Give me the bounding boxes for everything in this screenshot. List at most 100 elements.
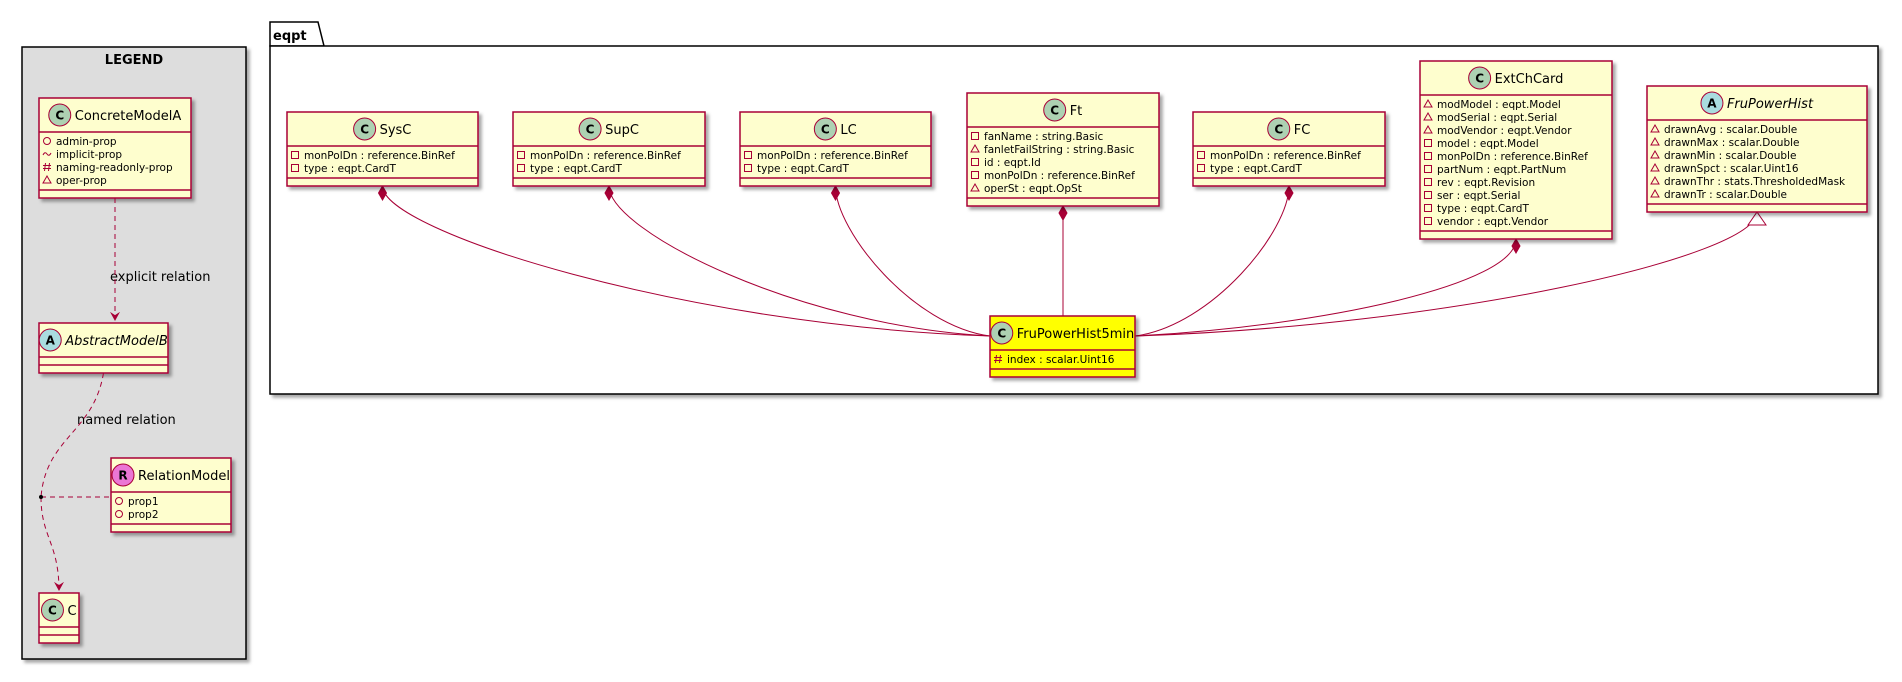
attribute: monPolDn : reference.BinRef — [984, 170, 1135, 182]
class-stereotype-icon: C — [813, 117, 837, 141]
visibility-icon — [1424, 217, 1432, 225]
visibility-icon — [1423, 124, 1433, 134]
svg-text:A: A — [46, 334, 56, 348]
class-stereotype-icon: C — [40, 598, 64, 622]
relations — [377, 184, 1767, 337]
visibility-icon — [517, 164, 525, 172]
named-relation-arrow — [40, 496, 64, 592]
package-title: eqpt — [273, 29, 307, 44]
relation-fc-to-fru-power-hist5min — [1134, 184, 1294, 337]
visibility-icon — [1650, 136, 1660, 146]
visibility-icon — [1650, 123, 1660, 133]
class-stereotype-icon: C — [1468, 66, 1492, 90]
class-name: FC — [1294, 123, 1311, 138]
svg-text:C: C — [1475, 72, 1484, 86]
visibility-icon — [1424, 152, 1432, 160]
attribute: drawnAvg : scalar.Double — [1664, 124, 1797, 136]
class-name: ConcreteModelA — [75, 109, 182, 124]
attribute: monPolDn : reference.BinRef — [530, 150, 681, 162]
class-name: LC — [840, 123, 856, 138]
attribute: prop2 — [128, 509, 159, 521]
composition-diamond-icon — [1058, 204, 1068, 222]
attribute: rev : eqpt.Revision — [1437, 177, 1535, 189]
class-name: Ft — [1070, 104, 1083, 119]
legend-title: LEGEND — [105, 53, 164, 68]
visibility-icon — [115, 510, 123, 518]
visibility-icon — [1423, 111, 1433, 121]
visibility-icon — [994, 354, 1002, 364]
svg-text:C: C — [1050, 104, 1059, 118]
svg-text:R: R — [118, 469, 127, 483]
legend-content: explicit relation named relation Concret… — [38, 97, 232, 644]
visibility-icon — [1650, 149, 1660, 159]
attribute: fanletFailString : string.Basic — [984, 144, 1135, 156]
class-c[interactable]: CC — [38, 592, 80, 644]
visibility-icon — [1650, 188, 1660, 198]
svg-text:C: C — [55, 109, 64, 123]
legend-relations — [39, 198, 120, 592]
attribute: oper-prop — [56, 175, 107, 187]
attribute: drawnMax : scalar.Double — [1664, 137, 1800, 149]
visibility-icon — [517, 151, 525, 159]
class-name: FruPowerHist — [1727, 97, 1814, 112]
class-name: SupC — [605, 123, 639, 138]
class-stereotype-icon: C — [48, 103, 72, 127]
visibility-icon — [1424, 204, 1432, 212]
class-name: FruPowerHist5min — [1017, 327, 1134, 342]
class-stereotype-icon: C — [1267, 117, 1291, 141]
visibility-icon — [291, 151, 299, 159]
junction-dot — [39, 495, 43, 499]
attribute: monPolDn : reference.BinRef — [1210, 150, 1361, 162]
visibility-icon — [1650, 162, 1660, 172]
attribute: drawnSpct : scalar.Uint16 — [1664, 163, 1799, 175]
attribute: type : eqpt.CardT — [530, 163, 622, 175]
composition-diamond-icon — [830, 184, 841, 202]
relation-ext-ch-card-to-fru-power-hist5min — [1134, 237, 1521, 337]
class-concrete[interactable]: ConcreteModelACadmin-propimplicit-propna… — [38, 97, 192, 199]
svg-text:A: A — [1707, 97, 1717, 111]
visibility-icon — [971, 158, 979, 166]
svg-text:C: C — [48, 604, 57, 618]
attribute: monPolDn : reference.BinRef — [757, 150, 908, 162]
abstract-stereotype-icon: A — [38, 328, 62, 352]
explicit-relation-label: explicit relation — [110, 270, 210, 285]
attribute: model : eqpt.Model — [1437, 138, 1539, 150]
visibility-icon — [1197, 164, 1205, 172]
class-box — [1646, 85, 1868, 213]
relation-stereotype-icon: R — [111, 463, 135, 487]
class-name: ExtChCard — [1495, 72, 1564, 87]
generalization-triangle-icon — [1747, 211, 1767, 226]
class-stereotype-icon: C — [990, 321, 1014, 345]
svg-text:C: C — [360, 123, 369, 137]
named-relation-label: named relation — [77, 413, 176, 428]
relation-ft-to-fru-power-hist5min — [1058, 204, 1068, 316]
class-box — [286, 111, 479, 187]
composition-diamond-icon — [604, 184, 614, 202]
attribute: index : scalar.Uint16 — [1007, 354, 1115, 366]
visibility-icon — [1424, 191, 1432, 199]
attribute: fanName : string.Basic — [984, 131, 1103, 143]
attribute: type : eqpt.CardT — [1210, 163, 1302, 175]
attribute: modSerial : eqpt.Serial — [1437, 112, 1557, 124]
class-name: RelationModel — [138, 469, 230, 484]
composition-diamond-icon — [1511, 237, 1521, 255]
visibility-icon — [970, 182, 980, 192]
svg-text:C: C — [1274, 123, 1283, 137]
visibility-icon — [1424, 139, 1432, 147]
visibility-icon — [42, 152, 52, 156]
visibility-icon — [1424, 178, 1432, 186]
relation-sup-c-to-fru-power-hist5min — [604, 184, 991, 337]
svg-text:C: C — [997, 327, 1006, 341]
relation-sys-c-to-fru-power-hist5min — [377, 184, 991, 337]
